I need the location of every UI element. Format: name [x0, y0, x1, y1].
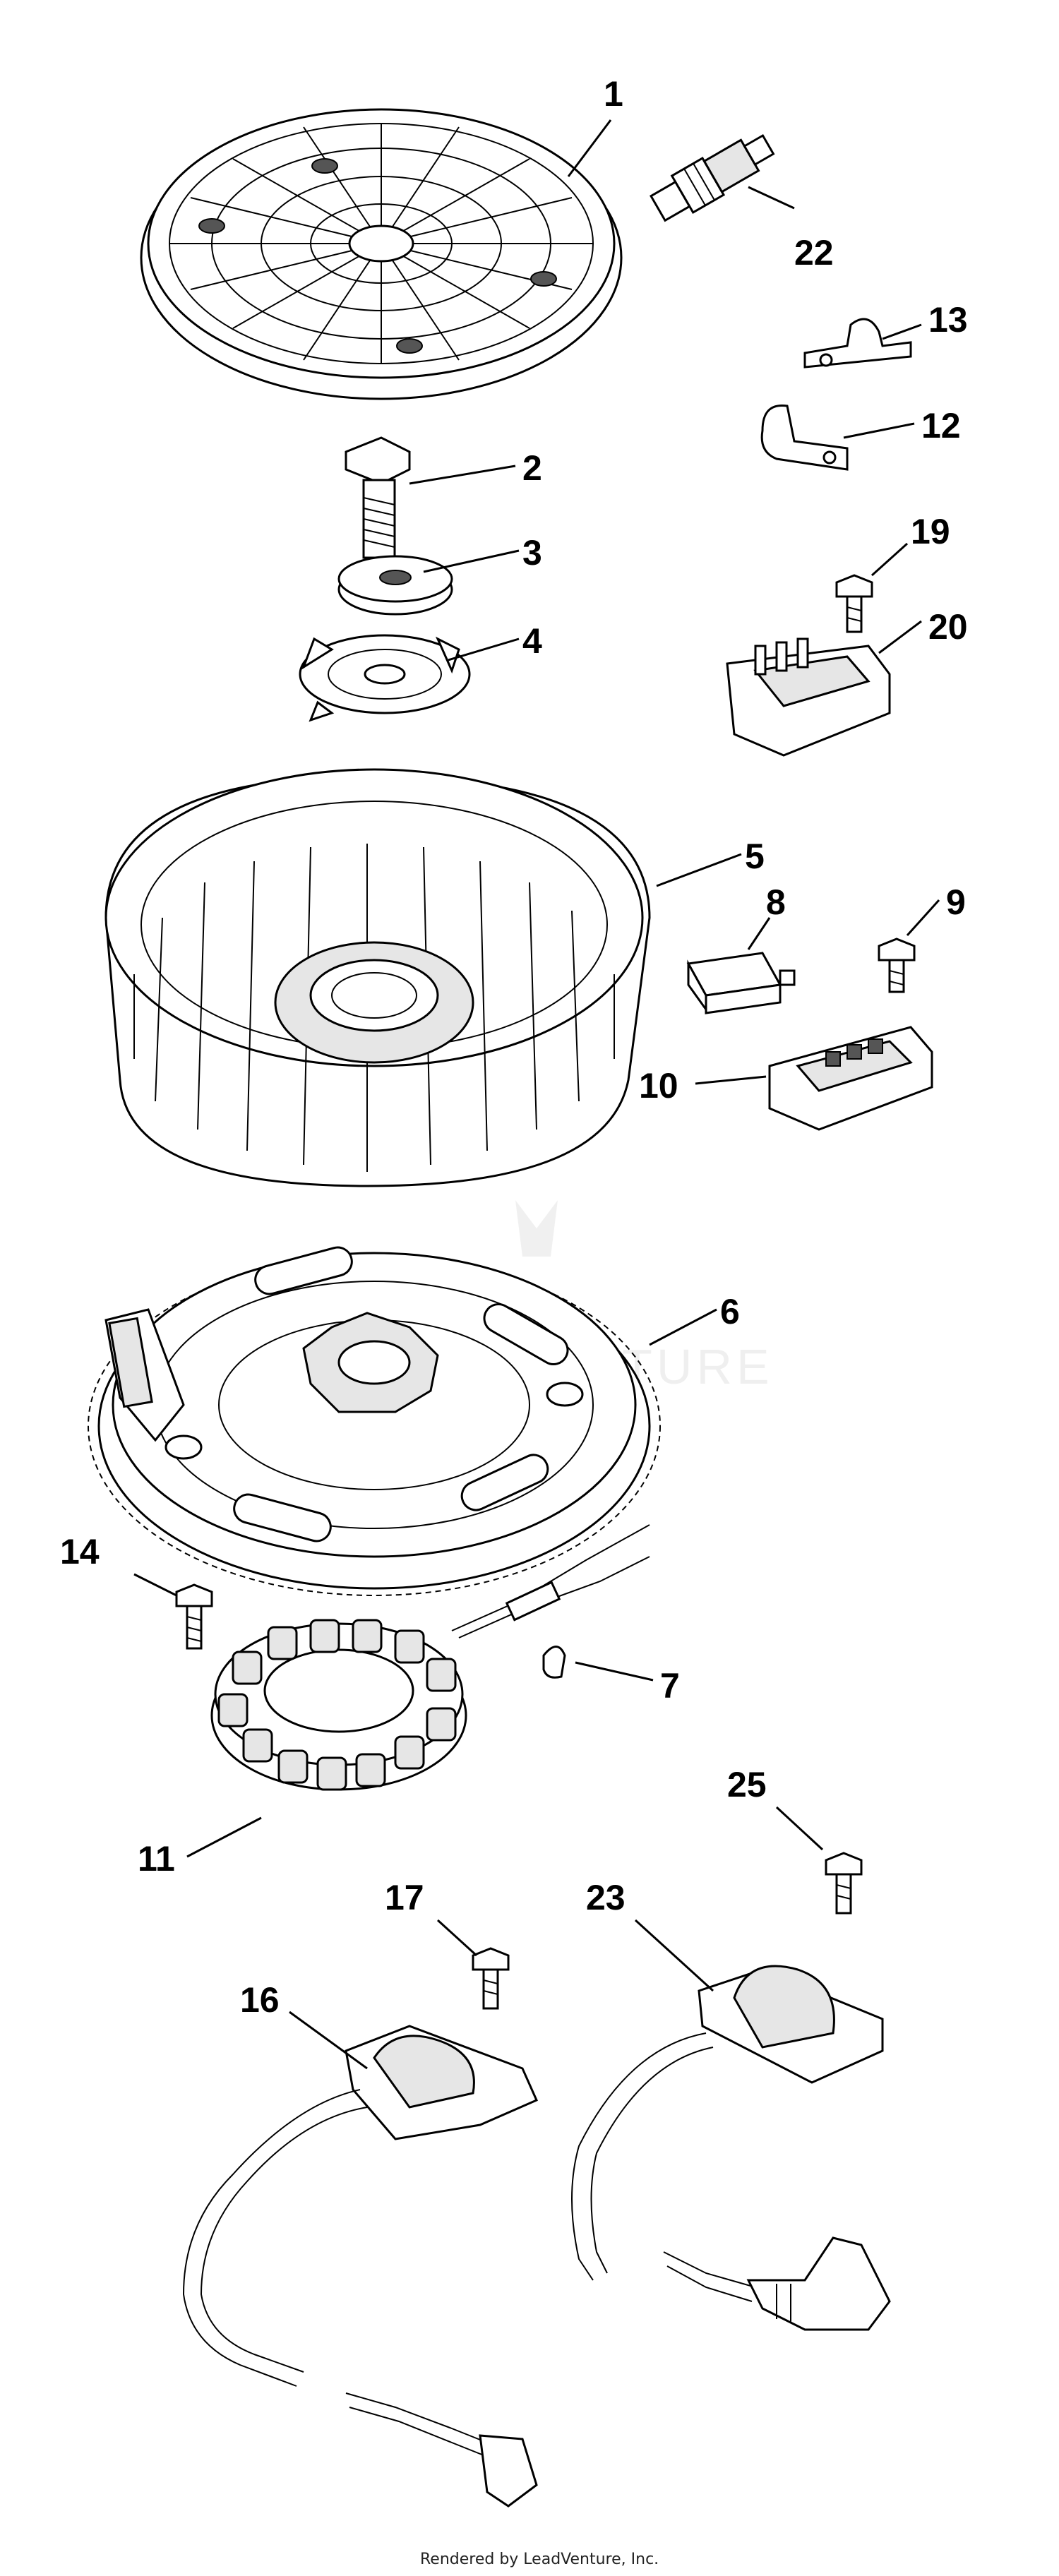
part-1-grass-screen [140, 108, 623, 400]
part-10-regulator [768, 1026, 933, 1131]
part-19-screw [835, 574, 873, 633]
callout-22: 22 [794, 233, 834, 272]
callout-9: 9 [946, 882, 966, 922]
part-12-clamp [760, 404, 849, 471]
callout-19: 19 [911, 512, 950, 551]
callout-4: 4 [522, 621, 542, 661]
part-13-clamp [803, 318, 912, 369]
part-2-bolt [345, 436, 411, 559]
part-4-plate [299, 634, 471, 722]
callout-16: 16 [240, 1980, 280, 2020]
part-5-flywheel-fan [104, 768, 651, 1187]
callout-12: 12 [921, 406, 961, 445]
callout-17: 17 [385, 1878, 424, 1917]
callout-3: 3 [522, 533, 542, 573]
leader-lines [133, 119, 940, 2070]
part-17-screw [472, 1947, 510, 2010]
part-8-rectifier [686, 952, 796, 1014]
callout-6: 6 [720, 1292, 740, 1331]
callout-23: 23 [586, 1878, 626, 1917]
callout-8: 8 [766, 882, 786, 922]
callout-25: 25 [727, 1765, 767, 1804]
part-23-ignition-module [571, 1965, 891, 2331]
part-7-key [542, 1646, 566, 1679]
callout-5: 5 [745, 837, 765, 876]
callout-labels: 1 22 13 12 2 3 4 19 20 5 8 9 10 6 14 7 1… [60, 74, 968, 2020]
callout-20: 20 [928, 607, 968, 647]
part-6-flywheel [88, 1246, 661, 1596]
part-16-ignition-module [182, 2025, 538, 2508]
part-25-screw [825, 1852, 863, 1915]
part-9-screw [878, 937, 916, 993]
callout-11: 11 [138, 1839, 175, 1879]
part-3-washer [337, 555, 453, 616]
callout-13: 13 [928, 300, 968, 340]
part-11-stator [210, 1524, 650, 1791]
render-credit: Rendered by LeadVenture, Inc. [420, 2551, 659, 2568]
callout-14: 14 [60, 1532, 100, 1571]
part-20-regulator [726, 637, 891, 757]
part-14-screw [175, 1583, 213, 1650]
part-22-spark-plug [650, 133, 775, 222]
callout-2: 2 [522, 448, 542, 488]
callout-10: 10 [639, 1066, 678, 1106]
callout-7: 7 [660, 1666, 680, 1706]
callout-1: 1 [604, 74, 623, 114]
